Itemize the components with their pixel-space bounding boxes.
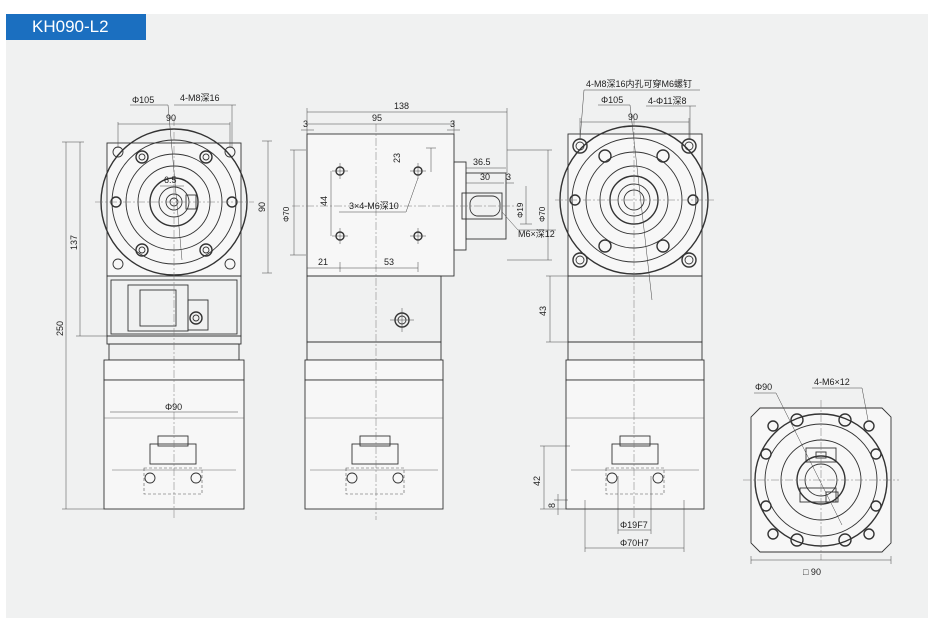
dim-6-5: 6.5 — [164, 175, 177, 185]
dim-36-5: 36.5 — [473, 157, 491, 167]
input-flange-view: Φ90 4-M6×12 □ 90 — [743, 377, 899, 577]
dim-138: 138 — [394, 101, 409, 111]
dim-phi70-left: Φ70 — [282, 206, 291, 222]
dim-4m8-depth16: 4-M8深16 — [180, 93, 220, 103]
dim-3-right: 3 — [450, 119, 455, 129]
dim-90-top: 90 — [166, 113, 176, 123]
dim-4m8-through-m6: 4-M8深16内孔可穿M6螺钉 — [586, 78, 692, 89]
dim-4m6x12: 4-M6×12 — [814, 377, 850, 387]
dim-23: 23 — [392, 153, 402, 163]
side-view: 138 95 3 3 23 44 3×4-M6深10 21 53 36.5 30… — [282, 101, 556, 520]
dim-44: 44 — [319, 196, 329, 206]
tapped-holes — [332, 163, 426, 332]
dim-3x4-m6-depth10: 3×4-M6深10 — [349, 201, 399, 211]
dim-phi19: Φ19 — [516, 202, 525, 218]
dim-3-left: 3 — [303, 119, 308, 129]
dim-square-90: □ 90 — [803, 567, 821, 577]
output-view: 4-M8深16内孔可穿M6螺钉 Φ105 4-Φ11深8 90 43 42 8 … — [532, 78, 714, 552]
dim-m6-depth12: M6×深12 — [518, 229, 555, 239]
dim-phi105-output: Φ105 — [601, 95, 623, 105]
dim-3-shaft: 3 — [506, 172, 511, 182]
dim-phi70h7: Φ70H7 — [620, 538, 649, 548]
dim-42: 42 — [532, 476, 542, 486]
dim-30: 30 — [480, 172, 490, 182]
model-title: KH090-L2 — [6, 14, 146, 40]
dim-137: 137 — [69, 235, 79, 250]
dim-21: 21 — [318, 257, 328, 267]
dim-53: 53 — [384, 257, 394, 267]
dim-43: 43 — [538, 306, 548, 316]
dim-phi19f7: Φ19F7 — [620, 520, 648, 530]
dim-95: 95 — [372, 113, 382, 123]
dim-phi90-flange: Φ90 — [755, 382, 772, 392]
dim-phi90-body: Φ90 — [165, 402, 182, 412]
dim-phi105-front: Φ105 — [132, 95, 154, 105]
dim-phi70-right: Φ70 — [538, 206, 547, 222]
front-view: Φ105 4-M8深16 90 137 250 90 Φ90 6.5 — [55, 93, 272, 520]
dim-4phi11-depth8: 4-Φ11深8 — [648, 96, 687, 106]
dim-250: 250 — [55, 321, 65, 336]
dim-90-output: 90 — [628, 112, 638, 122]
dim-90-side: 90 — [257, 202, 267, 212]
dim-8: 8 — [547, 503, 557, 508]
